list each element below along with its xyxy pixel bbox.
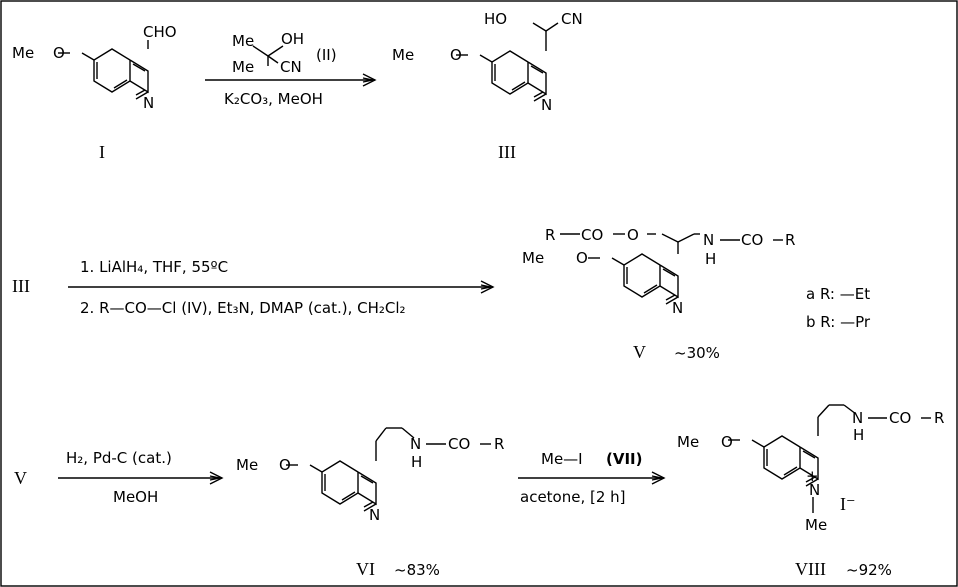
reaction-1: OH Me Me CN (II) K₂CO₃, MeOH: [205, 30, 377, 108]
compound-VI-me: Me: [236, 456, 258, 474]
reagent-II-oh: OH: [281, 30, 304, 48]
compound-VIII-n: N: [809, 481, 820, 499]
r-group-b: b R: —Pr: [806, 313, 871, 331]
reagent-II-me2: Me: [232, 58, 254, 76]
compound-VI-structure: N H CO R Me O N: [236, 427, 504, 524]
reaction-3-start-label: V: [14, 468, 27, 488]
compound-VI-r: R: [494, 435, 504, 453]
iodide-counterion: I⁻: [840, 494, 856, 514]
reaction-2-step-1: 1. LiAlH₄, THF, 55ºC: [80, 258, 228, 276]
compound-III-structure: HO CN Me O N: [392, 10, 583, 114]
reaction-2-step-2: 2. R—CO—Cl (IV), Et₃N, DMAP (cat.), CH₂C…: [80, 299, 406, 317]
compound-V-label: V: [633, 342, 646, 362]
compound-III-me: Me: [392, 46, 414, 64]
compound-III-label: III: [498, 142, 516, 162]
reagent-II-label: (II): [316, 46, 337, 64]
compound-I-o: O: [53, 44, 65, 62]
compound-V-co2: CO: [741, 231, 763, 249]
compound-VIII-structure: N H CO R Me O + N Me I⁻: [677, 404, 944, 534]
reaction-4-conditions: acetone, [2 h]: [520, 488, 626, 506]
compound-V-yield: ~30%: [674, 344, 720, 362]
compound-V-me: Me: [522, 249, 544, 267]
compound-VIII-me: Me: [677, 433, 699, 451]
compound-VIII-o: O: [721, 433, 733, 451]
reaction-4: Me—I (VII) acetone, [2 h]: [518, 450, 666, 506]
compound-V-r2: R: [785, 231, 795, 249]
compound-III-o: O: [450, 46, 462, 64]
compound-I-label: I: [99, 142, 105, 162]
reaction-3-below: MeOH: [113, 488, 158, 506]
compound-VI-nh-h: H: [411, 453, 422, 471]
compound-VIII-nh-h: H: [853, 426, 864, 444]
reaction-1-conditions: K₂CO₃, MeOH: [224, 90, 323, 108]
r-group-a: a R: —Et: [806, 285, 870, 303]
reaction-3-above: H₂, Pd-C (cat.): [66, 449, 172, 467]
reagent-II-me1: Me: [232, 32, 254, 50]
compound-III-n: N: [541, 96, 552, 114]
compound-VI-o: O: [279, 456, 291, 474]
reaction-2-start-label: III: [12, 276, 30, 296]
compound-VI-label: VI: [356, 559, 375, 579]
compound-VIII-nh-n: N: [852, 409, 863, 427]
compound-V-nh-h: H: [705, 250, 716, 268]
compound-I-cho: CHO: [143, 23, 177, 41]
compound-V-o2: O: [576, 249, 588, 267]
reaction-2: 1. LiAlH₄, THF, 55ºC 2. R—CO—Cl (IV), Et…: [68, 258, 495, 317]
compound-VIII-nme: Me: [805, 516, 827, 534]
compound-I-n: N: [143, 94, 154, 112]
compound-VIII-co: CO: [889, 409, 911, 427]
compound-V-co: CO: [581, 226, 603, 244]
reagent-II-cn: CN: [280, 58, 302, 76]
compound-III-cn: CN: [561, 10, 583, 28]
reagent-VII: Me—I: [541, 450, 583, 468]
compound-I-structure: CHO Me O N: [12, 23, 177, 112]
compound-VI-n: N: [369, 506, 380, 524]
compound-V-nh-n: N: [703, 231, 714, 249]
compound-VIII-label: VIII: [795, 559, 826, 579]
compound-VI-yield: ~83%: [394, 561, 440, 579]
compound-V-r1: R: [545, 226, 555, 244]
reaction-3: H₂, Pd-C (cat.) MeOH: [58, 449, 224, 506]
compound-VIII-r: R: [934, 409, 944, 427]
compound-VIII-plus: +: [806, 467, 819, 485]
compound-V-n: N: [672, 299, 683, 317]
compound-I-me: Me: [12, 44, 34, 62]
compound-III-ho: HO: [484, 10, 507, 28]
compound-VI-co: CO: [448, 435, 470, 453]
reagent-VII-label: (VII): [606, 450, 642, 468]
compound-VIII-yield: ~92%: [846, 561, 892, 579]
compound-VI-nh-n: N: [410, 435, 421, 453]
compound-V-o: O: [627, 226, 639, 244]
compound-V-structure: R CO O N H CO R Me O N: [522, 226, 795, 317]
